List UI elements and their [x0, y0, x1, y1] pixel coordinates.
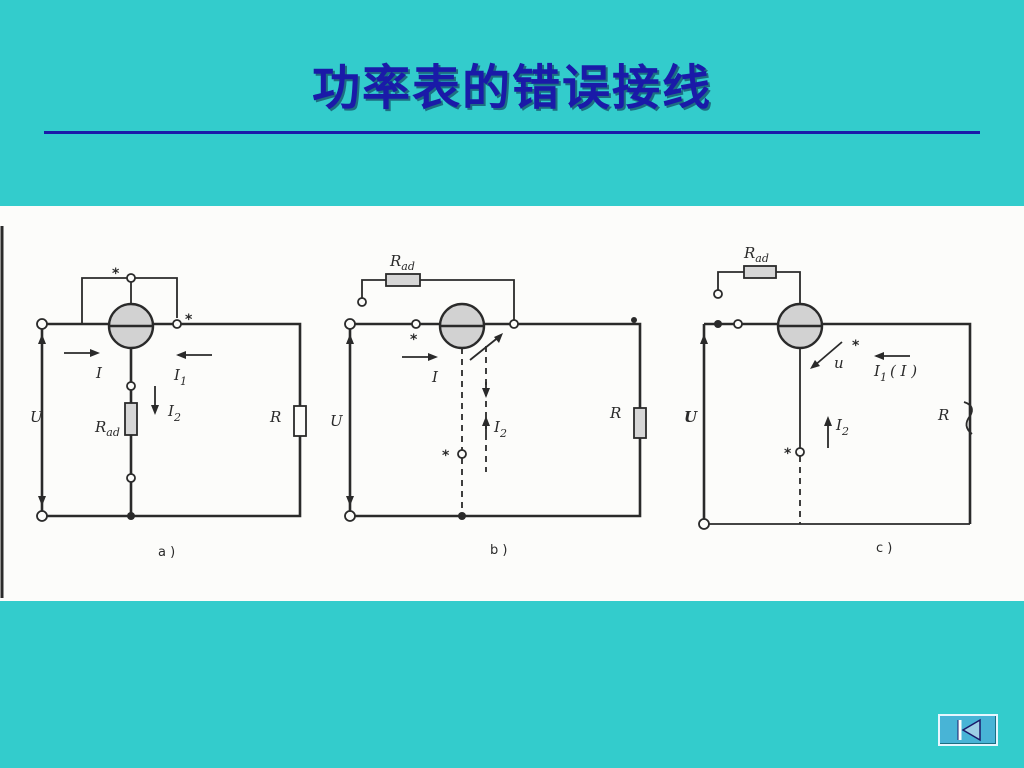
label-current2-a: I2	[167, 402, 181, 424]
label-voltage-b: U	[330, 412, 344, 430]
label-current1-c: I1( I )	[873, 362, 917, 384]
circuit-c: Rad * u * I1( I ) I2 U R c )	[684, 244, 973, 556]
polarity-star-b-left: *	[410, 332, 418, 348]
circuit-a: * * I I1 I2 Rad U R a )	[30, 266, 307, 560]
caption-c: c )	[876, 541, 892, 556]
label-load-c: R	[937, 406, 949, 424]
title-underline	[44, 131, 980, 134]
circuit-b: Rad * * I I2 U R b )	[330, 252, 647, 558]
load-r-a	[293, 405, 307, 437]
label-u-small-c: u	[834, 354, 844, 372]
resistor-rad-a	[124, 402, 138, 436]
polarity-star-a-right: *	[185, 312, 193, 328]
label-voltage-a: U	[30, 408, 44, 426]
load-r-b	[633, 407, 647, 439]
polarity-star-c-right: *	[852, 338, 860, 354]
polarity-star-a-top: *	[112, 266, 120, 282]
first-slide-button[interactable]	[938, 714, 998, 746]
label-current2-c: I2	[835, 416, 849, 438]
caption-b: b )	[490, 543, 507, 558]
label-current-b: I	[431, 368, 439, 386]
slide-title: 功率表的错误接线	[311, 60, 712, 116]
label-rad-a: Rad	[94, 418, 120, 439]
load-r-c	[963, 401, 973, 435]
caption-a: a )	[158, 545, 175, 560]
label-load-b: R	[609, 404, 621, 422]
resistor-rad-c	[743, 265, 777, 279]
polarity-star-b-bottom: *	[442, 448, 450, 464]
label-current1-a: I1	[173, 366, 187, 388]
circuit-diagrams: * * I I1 I2 Rad U R a )	[0, 226, 973, 598]
resistor-rad-b	[385, 273, 421, 287]
label-voltage-c: U	[684, 408, 698, 426]
label-current-a: I	[95, 364, 103, 382]
label-rad-b: Rad	[389, 252, 415, 273]
skip-to-first-icon	[957, 718, 981, 742]
circuit-diagrams-panel: * * I I1 I2 Rad U R a )	[0, 206, 1024, 601]
label-current2-b: I2	[493, 418, 507, 440]
label-rad-c: Rad	[743, 244, 769, 265]
label-load-a: R	[269, 408, 281, 426]
polarity-star-c-bottom: *	[784, 446, 792, 462]
